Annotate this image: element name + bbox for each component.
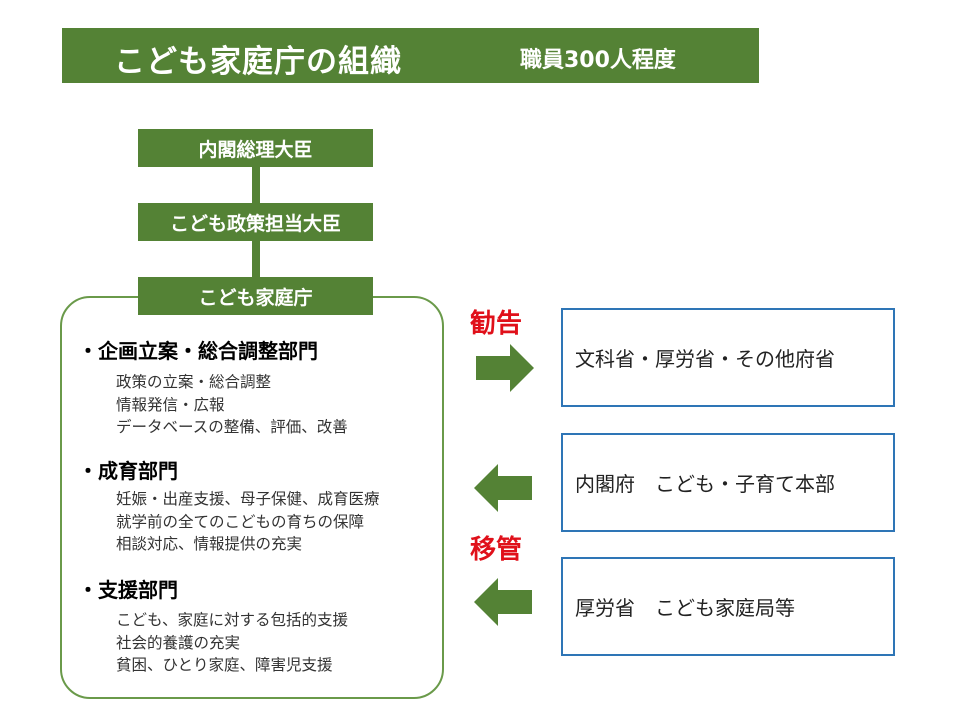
box-cabinet-office: 内閣府 こども・子育て本部 <box>561 433 895 532</box>
agency-frame <box>60 296 444 699</box>
section-support-lines: こども、家庭に対する包括的支援 社会的養護の充実 貧困、ひとり家庭、障害児支援 <box>116 609 348 677</box>
connector-minister-agency <box>252 241 260 277</box>
list-item: データベースの整備、評価、改善 <box>116 418 348 436</box>
list-item: 社会的養護の充実 <box>116 633 241 652</box>
box-agency: こども家庭庁 <box>138 277 373 315</box>
list-item: 政策の立案・総合調整 <box>116 373 272 391</box>
list-item: 情報発信・広報 <box>116 395 225 414</box>
box-mhlw: 厚労省 こども家庭局等 <box>561 557 895 656</box>
box-prime-minister: 内閣総理大臣 <box>138 129 373 167</box>
list-item: 就学前の全てのこどもの育ちの保障 <box>116 512 365 531</box>
section-support-head: ・支援部門 <box>78 578 178 602</box>
title-bar: こども家庭庁の組織 職員300人程度 <box>62 28 759 83</box>
list-item: こども、家庭に対する包括的支援 <box>116 611 349 629</box>
staff-count: 職員300人程度 <box>520 48 676 73</box>
connector-pm-minister <box>252 167 260 203</box>
box-minister: こども政策担当大臣 <box>138 203 373 241</box>
section-growth-lines: 妊娠・出産支援、母子保健、成育医療 就学前の全てのこどもの育ちの保障 相談対応、… <box>116 488 380 556</box>
section-planning-head: ・企画立案・総合調整部門 <box>78 339 318 363</box>
box-other-ministries: 文科省・厚労省・その他府省 <box>561 308 895 407</box>
label-recommend: 勧告 <box>470 309 523 339</box>
label-transfer: 移管 <box>470 535 523 565</box>
section-planning-lines: 政策の立案・総合調整 情報発信・広報 データベースの整備、評価、改善 <box>116 371 348 439</box>
arrow-left-icon <box>474 578 532 626</box>
list-item: 貧困、ひとり家庭、障害児支援 <box>116 656 333 674</box>
section-growth-head: ・成育部門 <box>78 459 178 483</box>
list-item: 妊娠・出産支援、母子保健、成育医療 <box>116 490 380 508</box>
page-title: こども家庭庁の組織 <box>114 44 402 80</box>
arrow-left-icon <box>474 464 532 512</box>
arrow-right-icon <box>476 344 534 392</box>
list-item: 相談対応、情報提供の充実 <box>116 535 303 553</box>
